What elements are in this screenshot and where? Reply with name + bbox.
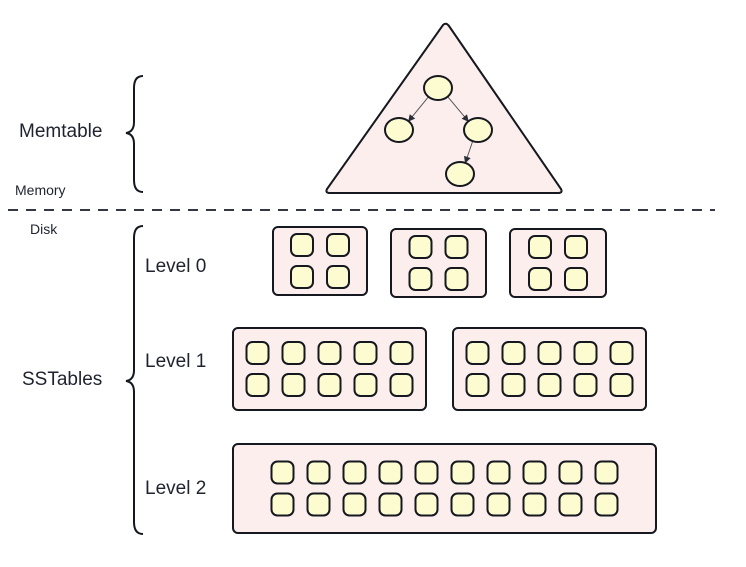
data-block	[306, 460, 331, 485]
data-block	[537, 341, 562, 365]
sstables-brace	[125, 225, 144, 535]
data-block	[389, 373, 414, 397]
tree-node	[445, 161, 475, 187]
data-block	[281, 341, 306, 365]
data-block	[450, 460, 475, 485]
data-block	[564, 235, 588, 259]
sstable	[452, 327, 647, 411]
sstable	[232, 327, 427, 411]
level-label-1: Level 1	[145, 351, 207, 372]
data-block	[326, 265, 350, 289]
sstable	[272, 226, 368, 296]
data-block	[281, 373, 306, 397]
data-block	[522, 460, 547, 485]
tree-edge	[447, 96, 469, 122]
data-block	[306, 492, 331, 517]
data-block	[609, 341, 634, 365]
data-block	[564, 267, 588, 291]
data-block	[245, 373, 270, 397]
data-block	[594, 460, 619, 485]
data-block	[522, 492, 547, 517]
data-block	[270, 492, 295, 517]
sstable	[390, 228, 487, 298]
tree-edge	[408, 96, 429, 122]
memtable-label: Memtable	[19, 121, 103, 142]
data-block	[486, 460, 511, 485]
level-2	[232, 443, 657, 534]
data-block	[501, 373, 526, 397]
data-block	[465, 341, 490, 365]
data-block	[378, 460, 403, 485]
data-block	[290, 265, 314, 289]
tree-edge	[464, 140, 474, 164]
data-block	[378, 492, 403, 517]
data-block	[528, 267, 552, 291]
data-block	[245, 341, 270, 365]
data-block	[573, 341, 598, 365]
memory-label: Memory	[15, 182, 66, 198]
data-block	[342, 460, 367, 485]
data-block	[353, 373, 378, 397]
data-block	[342, 492, 367, 517]
data-block	[486, 492, 511, 517]
data-block	[450, 492, 475, 517]
data-block	[408, 235, 433, 259]
data-block	[594, 492, 619, 517]
data-block	[389, 341, 414, 365]
data-block	[290, 233, 314, 257]
level-label-0: Level 0	[145, 256, 207, 277]
data-block	[326, 233, 350, 257]
tree-node	[384, 117, 414, 143]
data-block	[408, 267, 433, 291]
data-block	[558, 492, 583, 517]
disk-label: Disk	[30, 221, 58, 237]
data-block	[573, 373, 598, 397]
sstable	[509, 228, 607, 298]
data-block	[609, 373, 634, 397]
data-block	[444, 235, 469, 259]
data-block	[317, 341, 342, 365]
memtable-brace	[125, 75, 144, 193]
data-block	[537, 373, 562, 397]
sstable	[232, 443, 657, 534]
data-block	[317, 373, 342, 397]
level-1	[232, 327, 647, 411]
sstables-label: SSTables	[22, 369, 103, 390]
data-block	[528, 235, 552, 259]
data-block	[501, 341, 526, 365]
data-block	[558, 460, 583, 485]
data-block	[353, 341, 378, 365]
data-block	[414, 492, 439, 517]
data-block	[444, 267, 469, 291]
tree-node	[463, 117, 493, 143]
level-0	[272, 226, 607, 298]
data-block	[270, 460, 295, 485]
tree-node	[423, 75, 453, 101]
level-label-2: Level 2	[145, 478, 207, 499]
data-block	[414, 460, 439, 485]
memtable-triangle	[325, 22, 563, 194]
data-block	[465, 373, 490, 397]
